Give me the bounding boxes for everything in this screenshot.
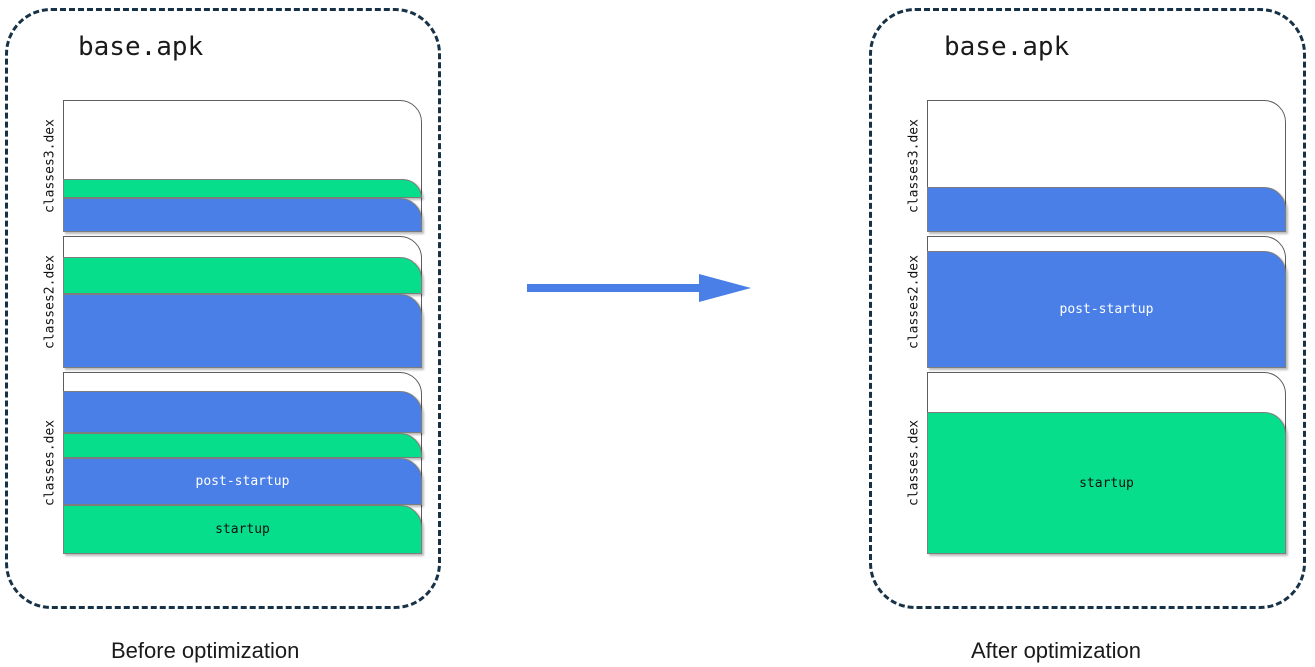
dex-label-slot: classes3.dex xyxy=(901,100,927,232)
band-label-post-startup: post-startup xyxy=(195,474,290,489)
band-startup: startup xyxy=(63,505,422,554)
band-label-startup: startup xyxy=(215,522,270,537)
band-post-startup: post-startup xyxy=(63,458,422,505)
band-post-startup xyxy=(63,391,422,433)
dex-label-classes3: classes3.dex xyxy=(42,119,58,213)
optimization-arrow xyxy=(527,274,751,302)
apk-panel-after xyxy=(869,8,1306,609)
caption-before-optimization: Before optimization xyxy=(111,638,300,663)
dex-label-classes2: classes2.dex xyxy=(42,255,58,349)
band-startup xyxy=(63,257,422,294)
band-startup: startup xyxy=(927,412,1286,554)
dex-label-classes: classes.dex xyxy=(906,419,922,507)
band-label-post-startup: post-startup xyxy=(1059,302,1154,317)
band-post-startup: post-startup xyxy=(927,251,1286,368)
dex-label-classes: classes.dex xyxy=(42,419,58,507)
apk-panel-before xyxy=(5,8,441,609)
band-post-startup xyxy=(63,198,422,232)
band-post-startup xyxy=(927,187,1286,232)
apk-title-before: base.apk xyxy=(78,32,204,62)
band-post-startup xyxy=(63,294,422,368)
dex-label-slot: classes2.dex xyxy=(901,236,927,368)
band-startup xyxy=(63,179,422,198)
dex-label-classes2: classes2.dex xyxy=(906,255,922,349)
dex-label-classes3: classes3.dex xyxy=(906,119,922,213)
dex-label-slot: classes2.dex xyxy=(37,236,63,368)
band-startup xyxy=(63,433,422,458)
apk-title-after: base.apk xyxy=(944,32,1070,62)
band-label-startup: startup xyxy=(1079,475,1134,491)
dex-label-slot: classes.dex xyxy=(901,372,927,554)
dex-label-slot: classes3.dex xyxy=(37,100,63,232)
dex-label-slot: classes.dex xyxy=(37,372,63,554)
caption-after-optimization: After optimization xyxy=(971,638,1141,663)
